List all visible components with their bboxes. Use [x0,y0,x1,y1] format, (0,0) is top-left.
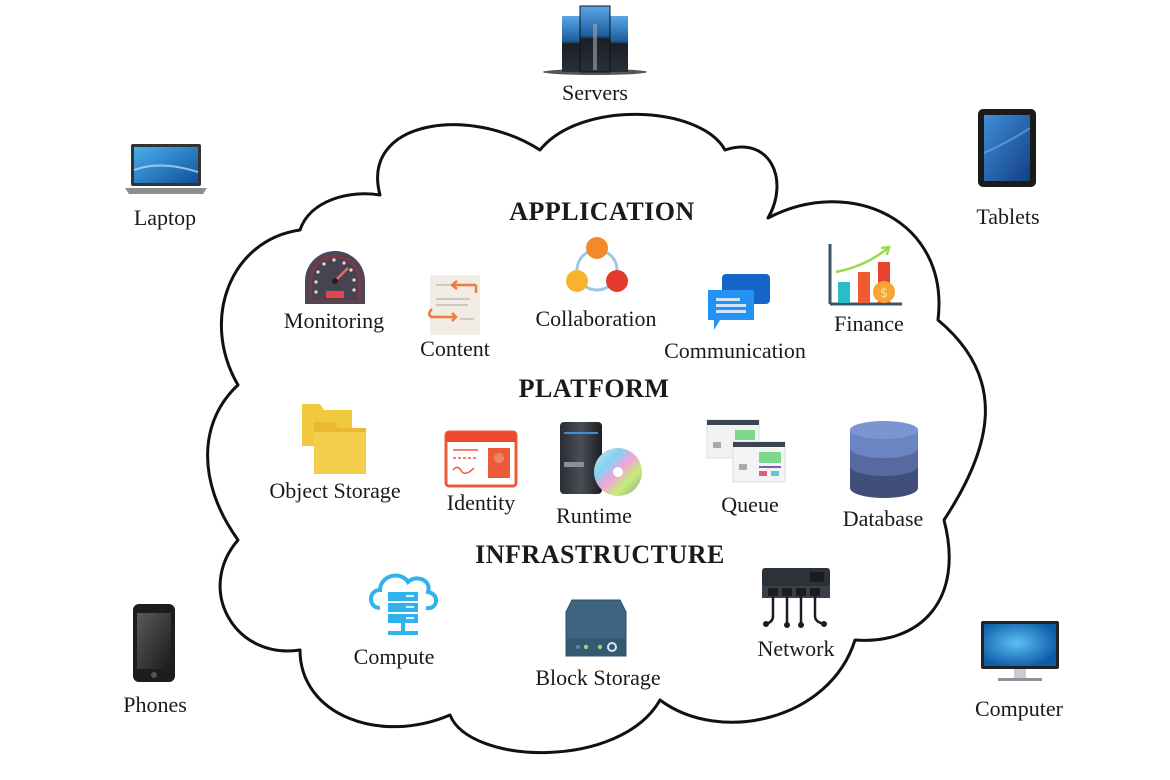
monitoring-label: Monitoring [283,308,385,333]
communication-label: Communication [664,338,806,363]
platform-heading: PLATFORM [518,374,670,403]
phone-icon [133,604,175,682]
collaboration-label: Collaboration [535,306,657,331]
connected-nodes-icon [566,237,628,292]
id-card-icon [444,430,518,488]
servers-icon [543,5,647,75]
monitor-icon [981,621,1059,681]
laptop-icon [125,144,207,194]
phones-label: Phones [123,692,187,717]
finance-label: Finance [834,311,904,336]
tablet-icon [978,109,1036,187]
block-storage-label: Block Storage [535,665,661,690]
object-storage-label: Object Storage [269,478,401,503]
folders-icon [302,404,366,474]
cloud-server-icon [369,573,438,635]
database-label: Database [842,506,924,531]
laptop-label: Laptop [133,205,197,230]
speedometer-icon [305,251,365,304]
compute-label: Compute [353,644,435,669]
infrastructure-heading: INFRASTRUCTURE [475,540,725,569]
growth-chart-icon: $ [828,244,902,306]
network-label: Network [757,636,835,661]
server-disc-icon [560,422,642,496]
queue-label: Queue [721,492,779,517]
computer-label: Computer [975,696,1063,721]
identity-label: Identity [446,490,516,515]
windows-queue-icon [706,419,786,483]
runtime-label: Runtime [556,503,632,528]
database-icon [850,421,918,498]
tablets-label: Tablets [976,204,1040,229]
hard-drive-icon [565,599,627,657]
servers-label: Servers [562,80,628,105]
content-label: Content [420,336,490,361]
chat-bubbles-icon [708,274,770,330]
document-arrows-icon [428,275,480,335]
application-heading: APPLICATION [509,197,695,226]
network-switch-icon [762,568,830,628]
svg-text:$: $ [880,286,888,301]
